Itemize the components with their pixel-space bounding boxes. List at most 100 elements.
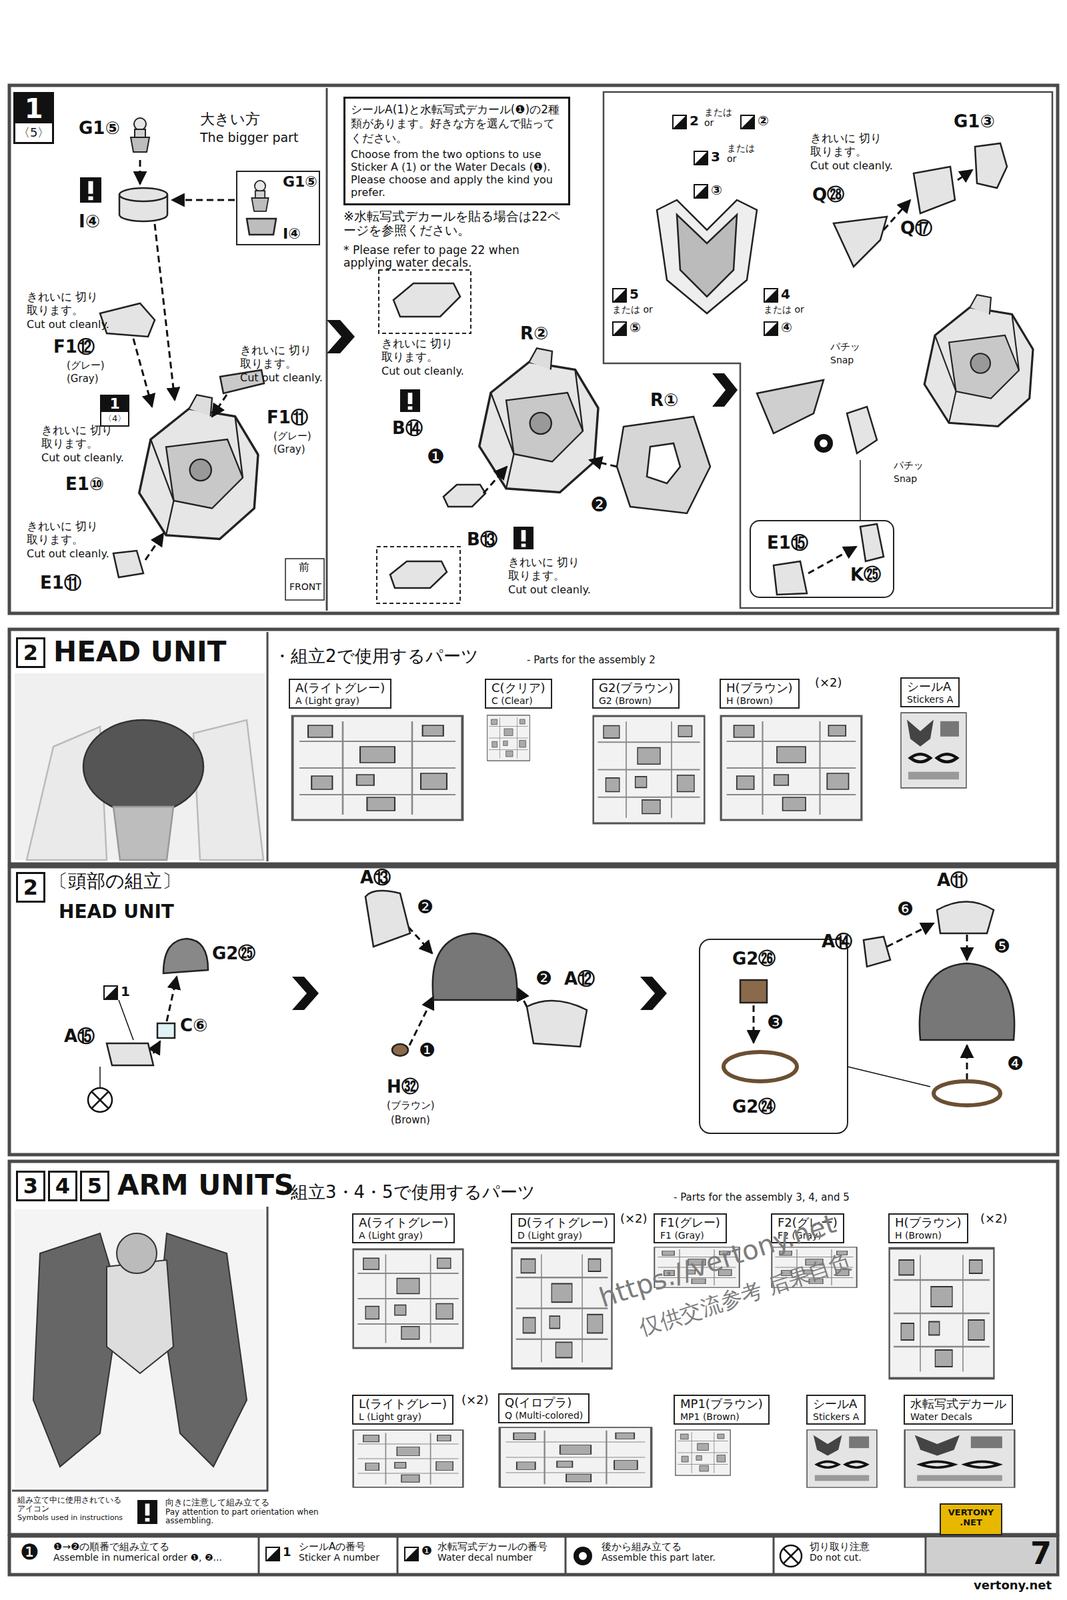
assembly-arrow: [808, 546, 857, 574]
annotation: ・組立3・4・5で使用するパーツ: [273, 1183, 536, 1204]
runner-label: F1(グレー)F1 (Gray): [653, 1213, 727, 1244]
head-drawing: [863, 936, 891, 967]
part-drawing: [773, 561, 807, 595]
assembly-arrow: [408, 926, 433, 954]
callout-number: G2㉔: [732, 1097, 776, 1118]
site-logo: [940, 1504, 1002, 1536]
annotation: Cut out cleanly.: [810, 160, 893, 173]
annotation: 前: [298, 561, 310, 574]
node-text: シールA: [812, 1397, 859, 1412]
node-text: D (Light gray): [517, 1230, 609, 1242]
node-text: A (Light gray): [295, 695, 385, 707]
runner-drawing: [499, 1427, 651, 1488]
runner-drawing: [806, 1430, 877, 1488]
callout-number: B⑭: [392, 418, 423, 439]
part-drawing: [616, 416, 711, 514]
step-arrow: [712, 373, 738, 407]
caution-icon: [400, 389, 421, 413]
do-not-cut-icon: [783, 1549, 799, 1564]
sticker-icon: [740, 115, 755, 129]
runner-drawing: [900, 712, 967, 789]
head-drawing: [157, 1023, 175, 1039]
annotation: ❶: [426, 445, 445, 469]
step-arrow: [640, 976, 667, 1011]
part-drawing: [859, 460, 861, 521]
annotation: ❶: [421, 1544, 433, 1559]
callout-number: ②: [757, 113, 769, 129]
assembly-arrow: [145, 533, 164, 561]
head-drawing: [392, 1044, 409, 1057]
sticker-icon: [612, 288, 627, 303]
head-drawing: [740, 980, 767, 1003]
annotation: (Brown): [390, 1115, 431, 1127]
sticker-icon: [672, 115, 687, 129]
annotation: ❷: [590, 493, 609, 517]
arm-drawing: [14, 1209, 265, 1489]
node-text: 後から組み立てる: [601, 1541, 769, 1554]
sticker-icon: [694, 151, 708, 165]
node-text: 1: [101, 396, 129, 413]
callout-number: G1③: [953, 112, 995, 133]
annotation: (Gray): [66, 373, 99, 385]
callout-number: 2: [689, 113, 699, 129]
annotation: (×2): [461, 1393, 489, 1408]
head-drawing: [723, 1052, 797, 1082]
runner-drawing: [720, 716, 862, 821]
runner-label: C(クリア)C (Clear): [484, 678, 553, 709]
part-drawing: [676, 214, 737, 297]
annotation: Cut out cleanly.: [26, 318, 110, 331]
sticker-icon: [104, 115, 778, 1562]
runner-label: 水転写式デカールWater Decals: [903, 1395, 1013, 1426]
node-text: A(ライトグレー): [358, 1216, 449, 1231]
callout-number: F1⑪: [266, 408, 309, 429]
node-text: G2(ブラウン): [598, 681, 673, 696]
symbol-key-cell: 切り取り注意Do not cut.: [776, 1539, 925, 1566]
arm-drawing: [106, 1260, 174, 1374]
panel-divider: [12, 1207, 268, 1492]
panel-divider: [258, 1537, 926, 1574]
node-text: Pay attention to part orientation when a…: [165, 1508, 323, 1527]
symbol-key-cell: 後から組み立てるAssemble this part later.: [568, 1539, 773, 1566]
assembly-arrow: [153, 1041, 161, 1054]
callout-number: HEAD UNIT: [58, 901, 175, 923]
runner-label: H(ブラウン)H (Brown): [888, 1213, 969, 1244]
do-not-cut-icon: [88, 1088, 802, 1568]
head-drawing: [113, 806, 174, 861]
node-text: 4: [50, 1173, 76, 1200]
annotation: きれいに 切り取ります。: [240, 344, 323, 371]
node-text: Q (Multi-colored): [504, 1410, 583, 1422]
callout-number: R②: [520, 324, 549, 345]
node-text: Do not cut.: [809, 1553, 921, 1564]
node-text: L(ライトグレー): [358, 1397, 447, 1412]
callout-number: A⑫: [564, 969, 595, 990]
head-drawing: [699, 939, 848, 1134]
annotation: - Parts for the assembly 2: [526, 654, 656, 667]
callout-number: 7: [1030, 1536, 1052, 1572]
assembly-arrow: [886, 923, 934, 947]
panel-frame: [9, 629, 1058, 865]
assemble-later-icon: [573, 1547, 593, 1566]
node-text: F1(グレー): [660, 1216, 721, 1231]
node-text: MP1 (Brown): [680, 1411, 763, 1423]
head-drawing: [365, 890, 411, 947]
node-text: 〈5〉: [15, 123, 53, 143]
node-text: H(ブラウン): [894, 1216, 962, 1231]
assembly-arrow: [172, 199, 235, 202]
callout-number: 3: [710, 149, 721, 165]
annotation: または or: [726, 142, 759, 165]
panel-frame: [9, 1161, 1058, 1536]
runner-drawing: [675, 1430, 731, 1476]
assembly-arrow: [133, 338, 153, 407]
annotation: きれいに 切り取ります。: [41, 424, 125, 451]
assembly-arrow: [212, 394, 227, 417]
part-drawing: [860, 524, 884, 562]
node-text: 3: [18, 1173, 44, 1200]
part-drawing: [119, 188, 168, 202]
caution-icon: [513, 526, 534, 550]
runner-drawing: [292, 716, 463, 821]
node-text: シールAの番号: [298, 1541, 393, 1554]
part-drawing: [139, 394, 259, 539]
annotation: (グレー): [273, 430, 312, 443]
runner-drawing: [353, 1249, 464, 1349]
annotation: The bigger part: [200, 130, 299, 146]
